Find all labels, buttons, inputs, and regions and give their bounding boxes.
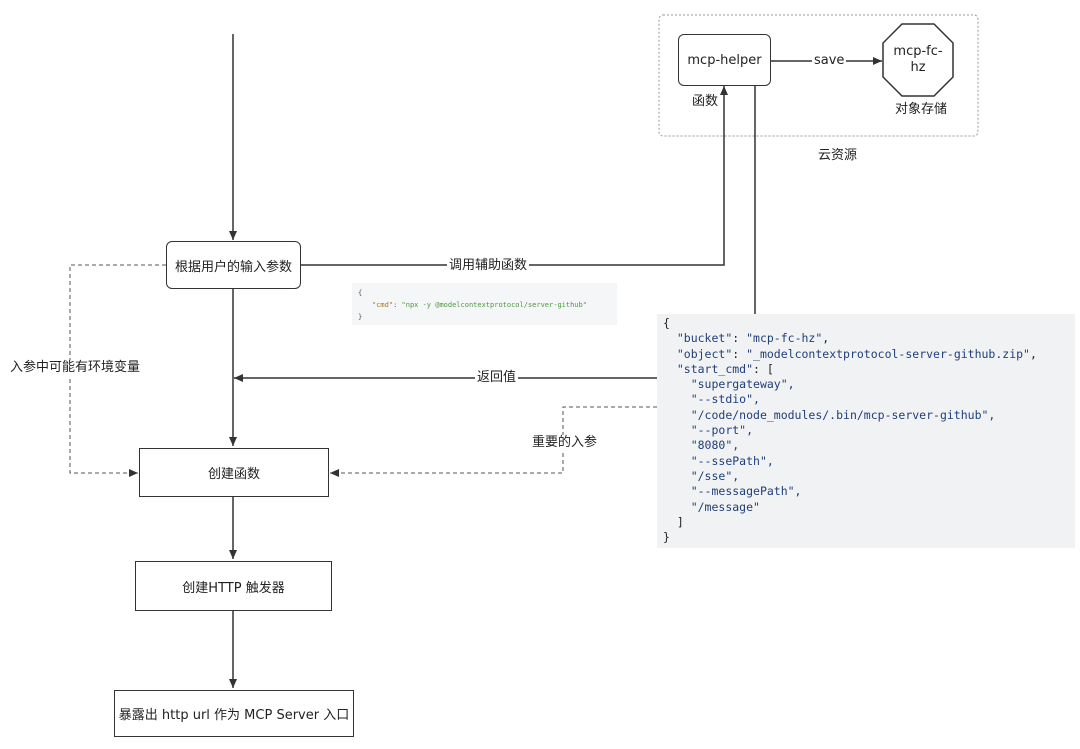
function-label: 函数 [692,94,719,109]
json-line: "--port", [663,423,1069,438]
return-value-label: 返回值 [475,370,519,386]
code-line: "cmd": "npx -y @modelcontextprotocol/ser… [358,299,611,311]
create-function-node[interactable]: 创建函数 [139,448,329,497]
json-array-item: "--port", [690,423,754,438]
json-line: "bucket": "mcp-fc-hz", [676,331,830,346]
important-param-label: 重要的入参 [530,435,600,451]
cloud-resources-group [658,14,979,137]
json-array-item: "--stdio", [690,392,760,407]
save-label: save [812,53,847,69]
cloud-resources-label: 云资源 [818,148,858,163]
json-line: "object": "_modelcontextprotocol-server-… [676,346,1037,361]
json-array-close: ] [676,514,684,529]
call-helper-arrow [301,86,728,266]
json-array-item: "--ssePath", [690,453,774,468]
return-json-block: { "bucket": "mcp-fc-hz", "object": "_mod… [657,314,1075,548]
storage-octagon [882,23,954,97]
json-line: "--ssePath", [663,454,1069,469]
json-line: "--stdio", [663,392,1069,407]
code-colon: : [393,301,402,309]
storage-node[interactable]: mcp-fc- hz [893,44,943,75]
json-key: "object" [676,346,733,361]
code-value: "npx -y @modelcontextprotocol/server-git… [401,301,587,309]
json-array-item: "/sse", [690,468,740,483]
json-line: ] [663,515,1069,530]
json-key: "bucket" [676,331,733,346]
json-line: "/sse", [663,469,1069,484]
json-line: "--messagePath", [663,484,1069,499]
json-line: "/code/node_modules/.bin/mcp-server-gith… [663,408,1069,423]
code-key: "cmd" [372,301,394,309]
call-helper-label: 调用辅助函数 [447,258,530,274]
http-trigger-node[interactable]: 创建HTTP 触发器 [135,561,332,611]
json-array-item: "supergateway", [690,377,795,392]
json-array-item: "--messagePath", [690,484,802,499]
json-line: "8080", [663,438,1069,453]
cmd-code-block: { "cmd": "npx -y @modelcontextprotocol/s… [352,283,617,325]
object-storage-label: 对象存储 [895,102,948,117]
params-node[interactable]: 根据用户的输入参数 [166,241,301,289]
json-value: "mcp-fc-hz" [746,331,823,346]
env-vars-label: 入参中可能有环境变量 [8,360,143,376]
json-array-item: "8080", [690,438,740,453]
json-array-item: "/code/node_modules/.bin/mcp-server-gith… [690,407,996,422]
json-value: "_modelcontextprotocol-server-github.zip… [746,346,1030,361]
helper-node[interactable]: mcp-helper [678,34,771,86]
json-array-item: "/message" [690,499,760,514]
code-line: { [358,289,363,297]
important-param-arrow [330,406,657,477]
expose-node[interactable]: 暴露出 http url 作为 MCP Server 入口 [114,690,354,737]
json-key: "start_cmd" [676,361,754,376]
json-line: "/message" [663,500,1069,515]
json-line: } [663,530,670,545]
json-line: { [663,316,670,330]
code-line: } [358,313,363,321]
json-line: "supergateway", [663,377,1069,392]
json-line: "start_cmd": [ [676,361,774,376]
